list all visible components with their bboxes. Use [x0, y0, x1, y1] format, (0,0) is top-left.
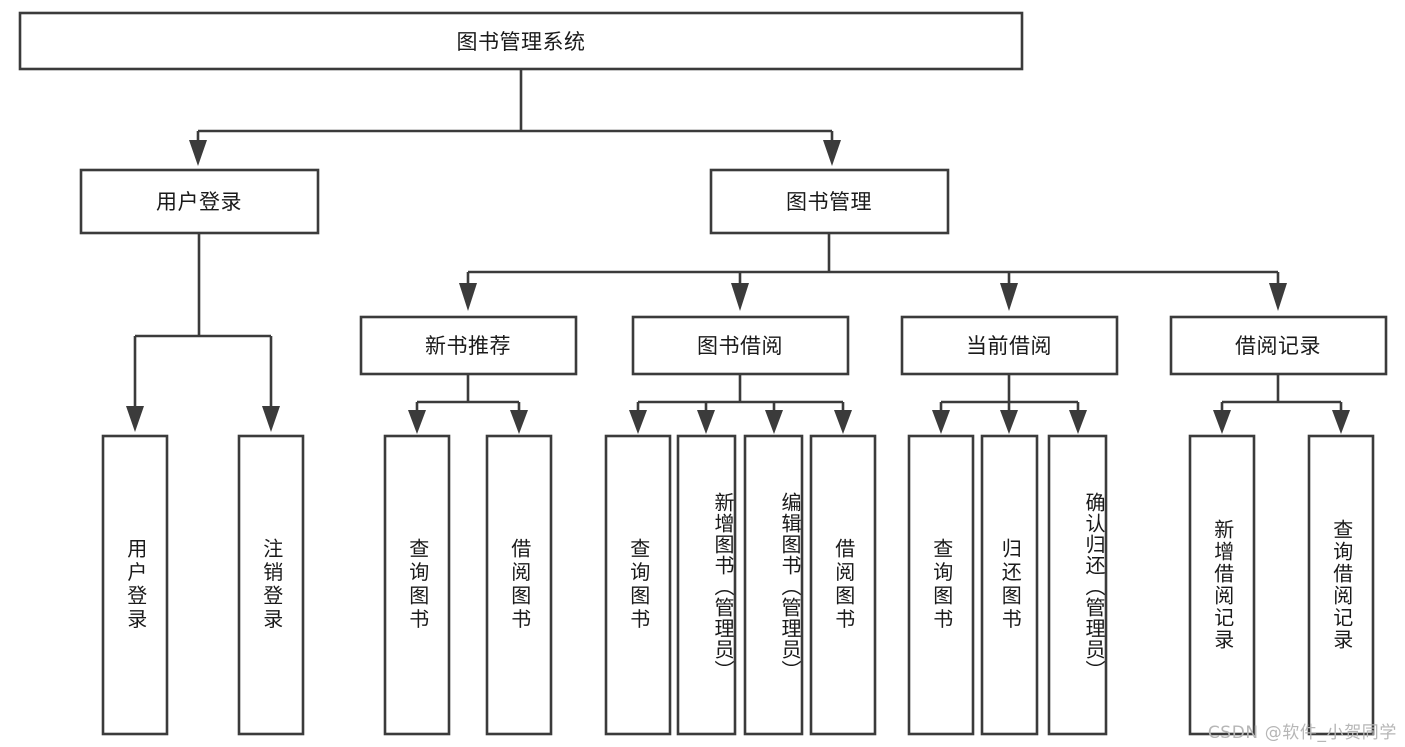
node-root[interactable]: 图书管理系统: [18, 11, 1024, 71]
connector-new-book-recommend-to-leaves: [408, 374, 528, 434]
arrow-to-borrow-record: [1269, 283, 1287, 311]
arrow-to-leaf-add-book: [697, 410, 715, 434]
arrow-to-leaf-query-record: [1332, 410, 1350, 434]
leaf-add-record-box[interactable]: [1188, 434, 1256, 736]
leaf-edit-book-box[interactable]: [743, 434, 804, 736]
leaf-query-book-1-box[interactable]: [383, 434, 451, 736]
user-login-label: 用户登录: [156, 190, 242, 214]
borrow-record-label: 借阅记录: [1235, 334, 1321, 358]
leaf-confirm-return-box[interactable]: [1047, 434, 1108, 736]
root-box[interactable]: [18, 11, 1024, 71]
leaf-logout-login-box[interactable]: [237, 434, 305, 736]
arrow-to-leaf-query-book-3: [932, 410, 950, 434]
csdn-watermark: CSDN @软件_小贺同学: [1207, 723, 1397, 743]
arrow-to-leaf-query-book-2: [629, 410, 647, 434]
connector-current-borrow-to-leaves: [932, 374, 1087, 434]
book-borrow-label: 图书借阅: [697, 334, 783, 358]
book-manage-label: 图书管理: [786, 190, 872, 214]
new-book-recommend-label: 新书推荐: [425, 334, 511, 358]
leaf-borrow-book-2-box[interactable]: [809, 434, 877, 736]
arrow-to-leaf-user-login: [126, 406, 144, 432]
arrow-to-leaf-query-book-1: [408, 410, 426, 434]
leaf-borrow-book-1-box[interactable]: [485, 434, 553, 736]
arrow-to-book-manage: [823, 140, 841, 166]
node-borrow-record[interactable]: 借阅记录: [1169, 315, 1388, 376]
connector-book-borrow-to-leaves: [629, 374, 852, 434]
arrow-to-leaf-edit-book: [765, 410, 783, 434]
node-user-login[interactable]: 用户登录: [79, 168, 320, 235]
node-book-manage[interactable]: 图书管理: [709, 168, 950, 235]
arrow-to-leaf-logout-login: [262, 406, 280, 432]
arrow-to-new-book-recommend: [459, 283, 477, 311]
arrow-to-book-borrow: [731, 283, 749, 311]
new-book-recommend-box[interactable]: [359, 315, 578, 376]
current-borrow-label: 当前借阅: [966, 334, 1052, 358]
connector-borrow-record-to-leaves: [1213, 374, 1350, 434]
arrow-to-leaf-confirm-return: [1069, 410, 1087, 434]
book-manage-box[interactable]: [709, 168, 950, 235]
arrow-to-leaf-borrow-book-2: [834, 410, 852, 434]
book-borrow-box[interactable]: [631, 315, 850, 376]
leaf-query-book-2-box[interactable]: [604, 434, 672, 736]
arrow-to-current-borrow: [1000, 283, 1018, 311]
connector-user-login-to-leaves: [126, 233, 280, 432]
connector-root-to-level2: [189, 69, 841, 166]
arrow-to-leaf-add-record: [1213, 410, 1231, 434]
arrow-to-leaf-return-book: [1000, 410, 1018, 434]
root-label: 图书管理系统: [457, 30, 586, 54]
current-borrow-box[interactable]: [900, 315, 1119, 376]
leaf-query-record-box[interactable]: [1307, 434, 1375, 736]
node-new-book-recommend[interactable]: 新书推荐: [359, 315, 578, 376]
leaf-return-book-box[interactable]: [980, 434, 1039, 736]
arrow-to-leaf-borrow-book-1: [510, 410, 528, 434]
arrow-to-user-login: [189, 140, 207, 166]
leaf-query-book-3-box[interactable]: [907, 434, 975, 736]
borrow-record-box[interactable]: [1169, 315, 1388, 376]
node-book-borrow[interactable]: 图书借阅: [631, 315, 850, 376]
leaf-user-login-box[interactable]: [101, 434, 169, 736]
node-current-borrow[interactable]: 当前借阅: [900, 315, 1119, 376]
leaf-add-book-box[interactable]: [676, 434, 737, 736]
connector-book-manage-to-level3: [459, 233, 1287, 311]
